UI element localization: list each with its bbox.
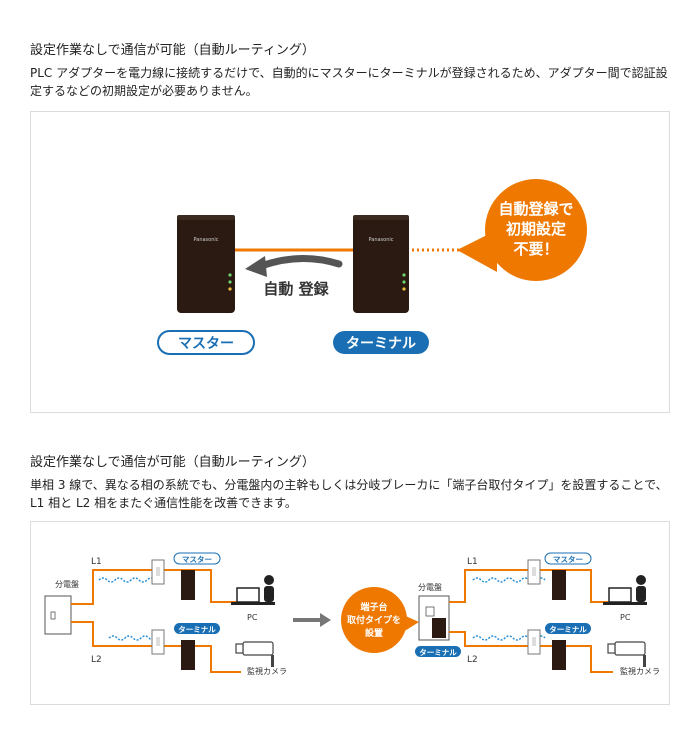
- right-panel-label: 分電盤: [418, 582, 442, 592]
- callout-bubble: 自動登録で 初期設定 不要！: [457, 179, 587, 281]
- left-terminal-label: ターミナル: [178, 624, 216, 634]
- section2-description: 単相 3 線で、異なる相の系統でも、分電盤内の主幹もしくは分岐ブレーカに「端子台…: [30, 478, 668, 510]
- right-panel-terminal-tag: [415, 646, 461, 657]
- master-brand-label: Panasonic: [193, 237, 218, 243]
- terminal-adapter-device: Panasonic: [353, 215, 409, 313]
- right-pc-icon: [603, 575, 647, 605]
- right-master-label: マスター: [553, 554, 583, 564]
- left-panel-label: 分電盤: [55, 579, 79, 589]
- callout-line-3: 不要！: [513, 240, 558, 258]
- right-panel-terminal-label: ターミナル: [419, 647, 457, 657]
- callout2-line-3: 設置: [365, 627, 383, 639]
- left-master-label: マスター: [182, 554, 212, 564]
- left-camera-icon: [235, 641, 274, 667]
- terminal-label: ターミナル: [346, 336, 416, 352]
- right-terminal-adapter: [552, 640, 566, 670]
- terminal-block-adapter: [432, 618, 446, 638]
- left-terminal-adapter: [181, 640, 195, 670]
- right-l2-label: L2: [467, 655, 478, 665]
- master-led: [228, 273, 232, 277]
- master-pill: [157, 330, 255, 355]
- left-l1-label: L1: [91, 557, 102, 567]
- auto-register-label: 自動 登録: [263, 280, 329, 298]
- right-camera-icon: [607, 641, 646, 667]
- auto-registration-diagram: Panasonic Panasonic 自動 登録 マスター ターミナル: [30, 111, 670, 413]
- section1-title: 設定作業なしで通信が可能（自動ルーティング）: [30, 43, 315, 58]
- arrow-head-icon: [245, 256, 267, 277]
- left-pc-label: PC: [247, 613, 258, 622]
- right-camera-label: 監視カメラ: [620, 666, 660, 676]
- before-diagram: 分電盤 L1 L2 マスター ターミナル: [44, 552, 287, 676]
- master-label: マスター: [178, 336, 234, 352]
- phase-bridging-diagram: 分電盤 L1 L2 マスター ターミナル: [30, 521, 670, 705]
- right-master-tag: [544, 552, 592, 565]
- right-master-adapter: [552, 570, 566, 600]
- left-terminal-tag: [174, 623, 220, 634]
- left-master-tag: [173, 552, 221, 565]
- callout2-line-1: 端子台: [360, 601, 387, 613]
- left-l2-signal-wave: [108, 635, 158, 641]
- callout2-line-2: 取付タイプを: [347, 614, 401, 626]
- master-adapter-device: Panasonic: [177, 215, 235, 313]
- left-master-adapter: [181, 570, 195, 600]
- right-l1-label: L1: [467, 557, 478, 567]
- right-pc-label: PC: [620, 613, 631, 622]
- terminal-pill: [333, 331, 429, 354]
- phase-bridging-svg: 分電盤 L1 L2 マスター ターミナル: [44, 552, 660, 676]
- callout-line-1: 自動登録で: [498, 200, 573, 218]
- terminal-brand-label: Panasonic: [368, 237, 393, 243]
- left-l2-label: L2: [91, 655, 102, 665]
- transition-arrow-icon: [293, 613, 331, 627]
- callout-line-2: 初期設定: [506, 220, 566, 238]
- right-terminal-tag: [545, 623, 591, 634]
- after-diagram: 分電盤 ターミナル L1 L2 マスター: [415, 552, 660, 676]
- section1-description: PLC アダプターを電力線に接続するだけで、自動的にマスターにターミナルが登録さ…: [30, 66, 668, 98]
- left-distribution-panel: [44, 595, 72, 635]
- terminal-block-callout: 端子台 取付タイプを 設置: [341, 587, 419, 653]
- right-terminal-label: ターミナル: [549, 624, 587, 634]
- left-camera-label: 監視カメラ: [247, 666, 287, 676]
- section2-title: 設定作業なしで通信が可能（自動ルーティング）: [30, 455, 315, 470]
- registration-arrow: [257, 254, 343, 270]
- auto-registration-svg: Panasonic Panasonic 自動 登録 マスター ターミナル: [157, 179, 587, 355]
- left-pc-icon: [231, 575, 275, 605]
